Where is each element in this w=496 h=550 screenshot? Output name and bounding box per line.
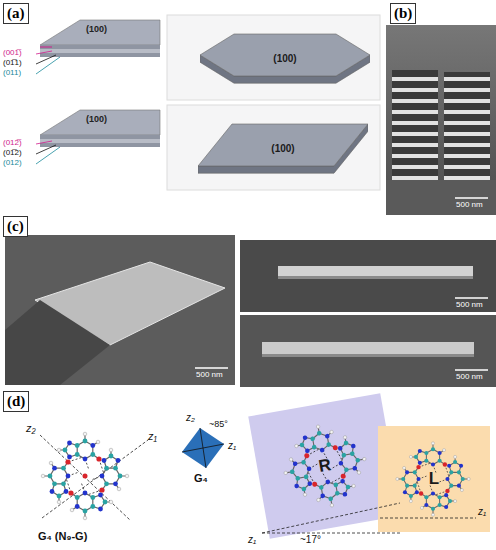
axis-label: z₁ bbox=[148, 430, 157, 442]
molecule bbox=[41, 432, 129, 520]
sem-plate bbox=[262, 342, 474, 354]
sem-image bbox=[5, 235, 235, 385]
panel-label: (b) bbox=[390, 3, 416, 24]
axis-label: z₁ bbox=[248, 534, 256, 545]
node-text: (100) bbox=[273, 53, 296, 64]
face-outline bbox=[198, 124, 368, 166]
leader-line bbox=[40, 47, 52, 48]
g-quartet bbox=[40, 432, 148, 520]
axis-label: z₂ bbox=[186, 412, 195, 423]
slab-layer bbox=[40, 143, 160, 147]
sem-plate bbox=[278, 276, 473, 279]
miller-index: (01̅2) bbox=[3, 149, 22, 158]
slab-layer bbox=[40, 135, 160, 139]
slab-top bbox=[36, 20, 160, 74]
leader-line bbox=[36, 145, 56, 154]
molecule bbox=[277, 418, 373, 514]
crystal-face: (100) bbox=[198, 118, 368, 178]
crystal-face: (100) bbox=[200, 28, 370, 88]
render-frame bbox=[167, 105, 380, 190]
miller-index: (001̅) bbox=[3, 49, 22, 58]
scale-bar bbox=[455, 197, 488, 199]
scale-label: 500 nm bbox=[196, 371, 223, 380]
axis-line bbox=[262, 503, 400, 533]
slab-layer bbox=[40, 53, 160, 57]
leader-line bbox=[36, 141, 52, 144]
sem-texture bbox=[5, 300, 110, 385]
sem-plate bbox=[278, 266, 473, 276]
miller-index: (011) bbox=[3, 69, 21, 78]
molecule-label: G₄ (N₉-G) bbox=[38, 530, 87, 542]
center-ion bbox=[83, 474, 88, 479]
slab-layer bbox=[40, 139, 160, 143]
leader-line bbox=[36, 51, 52, 54]
sem-stack bbox=[392, 70, 438, 180]
scale-label: 500 nm bbox=[456, 301, 483, 310]
axis-label: z₂ bbox=[26, 422, 36, 434]
render-frame bbox=[167, 15, 380, 100]
axis-label: z₁ bbox=[478, 506, 486, 517]
slab-layer bbox=[40, 45, 160, 49]
sem-base bbox=[386, 180, 496, 215]
scale-bar bbox=[455, 369, 488, 371]
face-outline bbox=[200, 34, 370, 76]
angle-label: ~17° bbox=[300, 534, 321, 545]
face-index: (100) bbox=[86, 115, 107, 125]
panel-label: (d) bbox=[3, 391, 29, 412]
sem-plate bbox=[262, 354, 474, 357]
face-outline bbox=[198, 124, 368, 173]
scale-label: 500 nm bbox=[456, 373, 483, 382]
face-index: (100) bbox=[86, 25, 107, 35]
miller-index: (01̅1) bbox=[3, 59, 22, 68]
leader-line bbox=[36, 57, 60, 74]
scale-bar bbox=[195, 367, 228, 369]
axis-label: z₁ bbox=[228, 440, 236, 451]
sem-image bbox=[240, 315, 496, 387]
angle-label: ~85° bbox=[209, 420, 228, 430]
axis-line bbox=[40, 435, 130, 520]
leader-line bbox=[36, 147, 60, 164]
slab-face bbox=[40, 110, 160, 135]
sem-image bbox=[240, 240, 496, 312]
axis-line bbox=[182, 444, 224, 452]
panel-label: (a) bbox=[3, 3, 29, 24]
sem-stack bbox=[444, 72, 490, 180]
scale-label: 500 nm bbox=[456, 201, 483, 210]
molecule bbox=[396, 442, 470, 516]
axis-line bbox=[262, 533, 400, 534]
axis-line bbox=[380, 518, 476, 519]
miller-index: (012̅) bbox=[3, 139, 22, 148]
node-text: (100) bbox=[271, 143, 294, 154]
molecule-label: G₄ bbox=[194, 472, 208, 484]
panel-label: (c) bbox=[3, 216, 28, 237]
leader-line bbox=[36, 55, 56, 64]
slab-bottom bbox=[36, 110, 160, 164]
node-text: R bbox=[317, 455, 333, 477]
sem-image bbox=[386, 25, 496, 215]
miller-index: (012) bbox=[3, 159, 22, 168]
slab-layer bbox=[40, 49, 160, 53]
slab-face bbox=[40, 20, 160, 45]
g4-diamond bbox=[182, 428, 224, 468]
scale-bar bbox=[455, 297, 488, 299]
